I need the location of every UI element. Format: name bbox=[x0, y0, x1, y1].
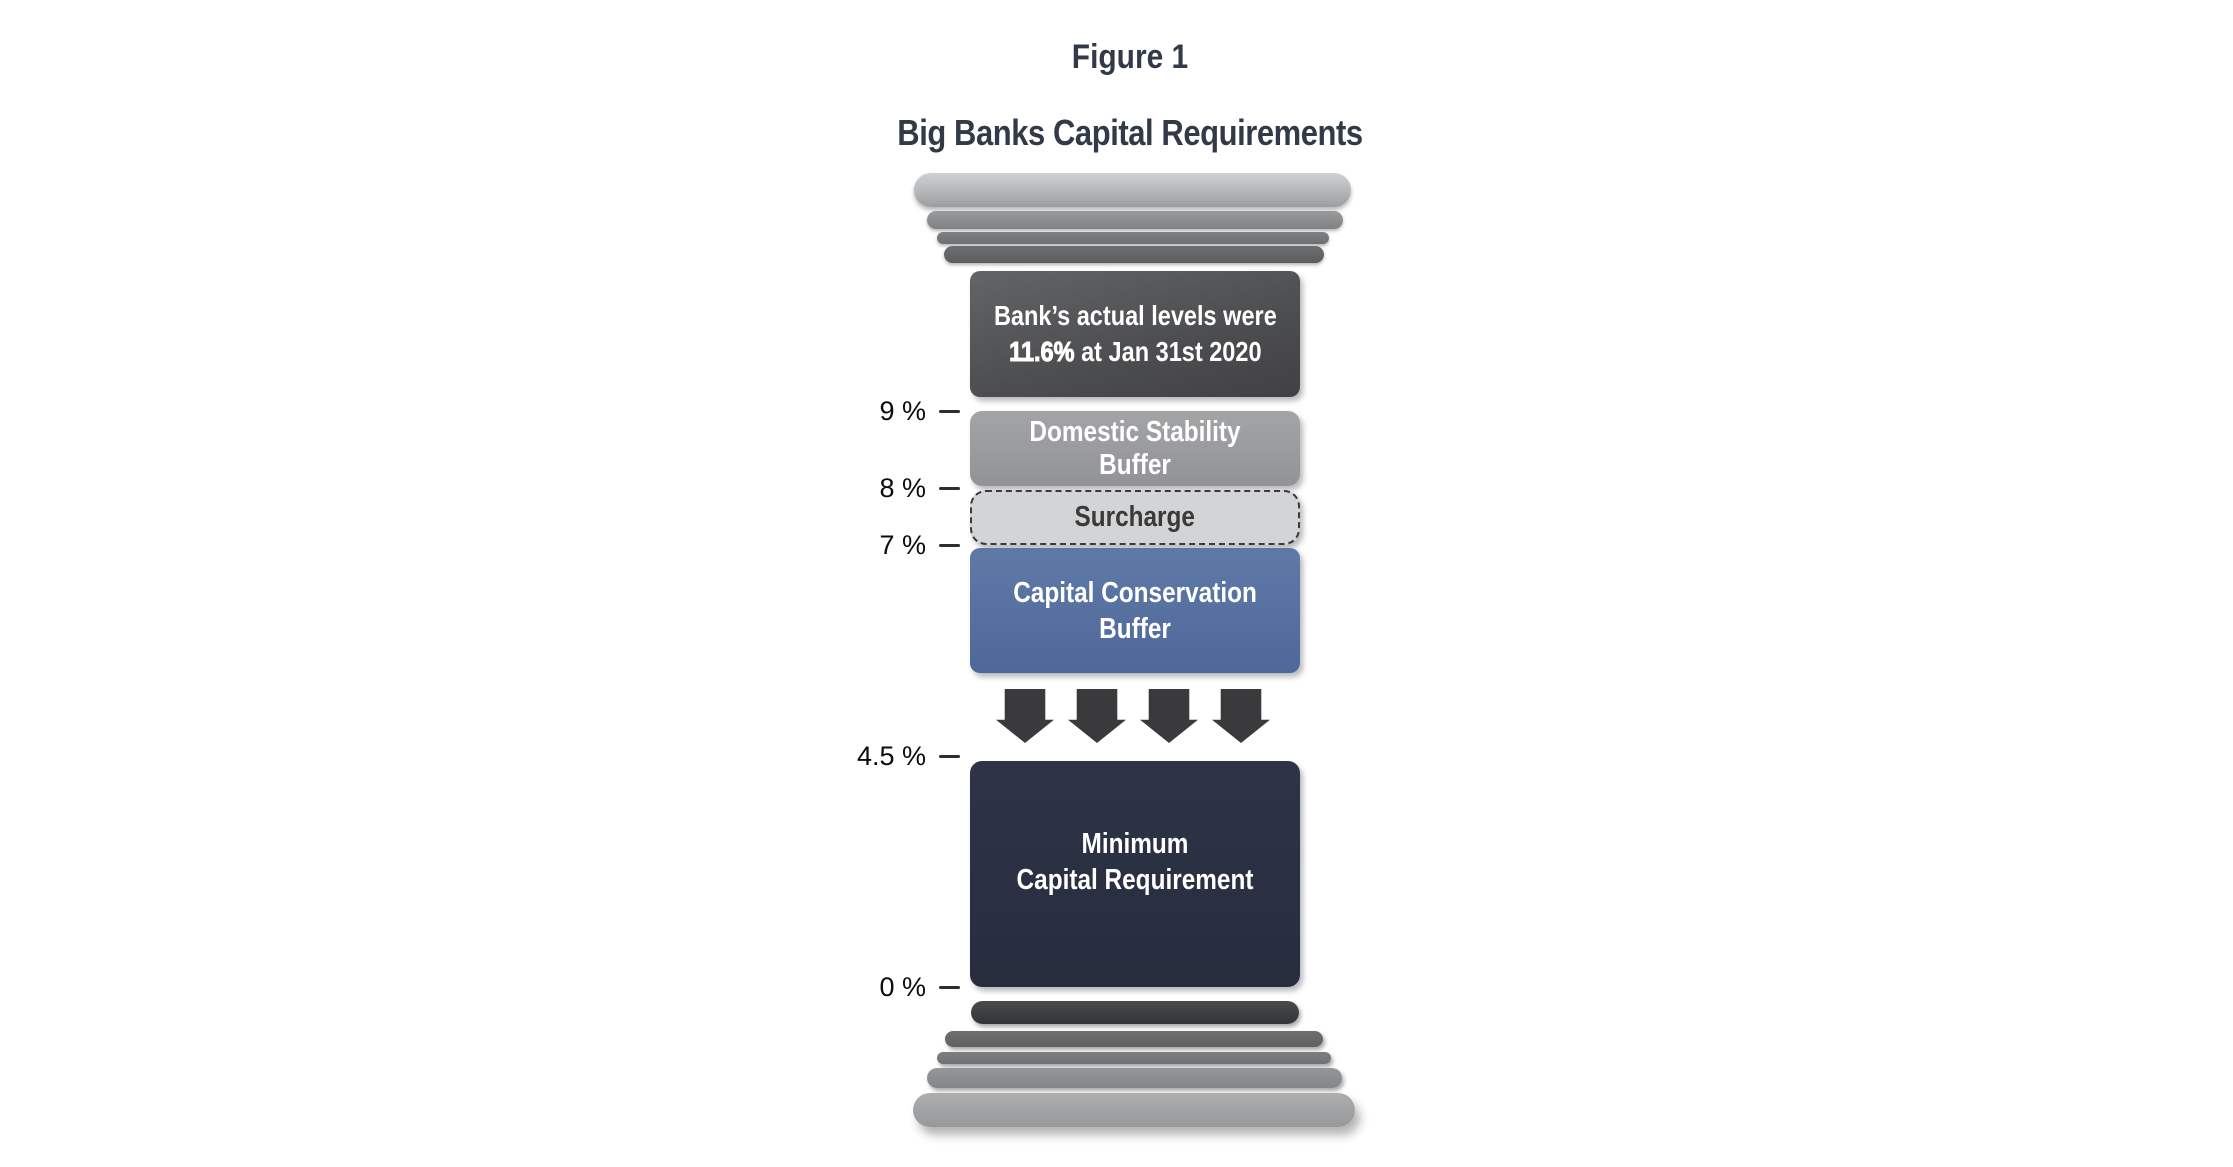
column-capital-stone-2 bbox=[927, 211, 1343, 229]
segment-label: Minimum Capital Requirement bbox=[1016, 828, 1254, 896]
segment-label: Domestic Stability Buffer bbox=[1029, 415, 1241, 481]
axis-tick-label: 7 % bbox=[879, 529, 926, 560]
segment-surcharge: Surcharge bbox=[970, 490, 1300, 545]
actual-levels-date: at Jan 31st 2020 bbox=[1074, 336, 1262, 367]
actual-levels-line2: 11.6% at Jan 31st 2020 bbox=[994, 334, 1277, 370]
axis-tick-label: 8 % bbox=[879, 472, 926, 503]
axis-tick-9pct: 9 % bbox=[820, 395, 960, 427]
tick-mark-icon bbox=[939, 543, 960, 547]
down-arrow-icon bbox=[996, 689, 1054, 743]
down-arrow-icon bbox=[1140, 689, 1198, 743]
segment-capital-conservation-buffer: Capital Conservation Buffer bbox=[970, 548, 1300, 673]
chart-title: Big Banks Capital Requirements bbox=[897, 112, 1363, 153]
axis-tick-label: 4.5 % bbox=[856, 740, 926, 771]
segment-minimum-capital-requirement: Minimum Capital Requirement bbox=[970, 761, 1300, 987]
axis-tick-4-5pct: 4.5 % bbox=[820, 740, 960, 772]
column-base-stone-4 bbox=[927, 1068, 1342, 1088]
column-base-stone-5 bbox=[913, 1093, 1355, 1127]
axis-tick-7pct: 7 % bbox=[820, 529, 960, 561]
axis-tick-label: 0 % bbox=[879, 971, 926, 1002]
tick-mark-icon bbox=[939, 985, 960, 989]
column-base-stone-3 bbox=[937, 1052, 1331, 1064]
axis-tick-0pct: 0 % bbox=[820, 971, 960, 1003]
axis-tick-label: 9 % bbox=[879, 395, 926, 426]
figure-label: Figure 1 bbox=[1071, 38, 1189, 76]
actual-levels-value: 11.6% bbox=[1008, 336, 1075, 368]
column-base-stone-2 bbox=[945, 1031, 1323, 1047]
column-base-stone-1 bbox=[971, 1001, 1299, 1024]
segment-domestic-stability-buffer: Domestic Stability Buffer bbox=[970, 411, 1300, 486]
column-capital-stone-3 bbox=[937, 232, 1329, 244]
actual-levels-line1: Bank’s actual levels were bbox=[993, 300, 1277, 331]
tick-mark-icon bbox=[939, 754, 960, 758]
actual-levels-box: Bank’s actual levels were 11.6% at Jan 3… bbox=[970, 271, 1300, 397]
tick-mark-icon bbox=[939, 486, 960, 490]
column-capital-stone-4 bbox=[944, 246, 1324, 263]
axis-tick-8pct: 8 % bbox=[820, 472, 960, 504]
column-capital-stone-1 bbox=[914, 173, 1351, 207]
down-arrow-icon bbox=[1212, 689, 1270, 743]
down-arrow-icon bbox=[1068, 689, 1126, 743]
segment-label: Surcharge bbox=[1074, 501, 1196, 533]
segment-label: Capital Conservation Buffer bbox=[1013, 576, 1257, 645]
tick-mark-icon bbox=[939, 409, 960, 413]
